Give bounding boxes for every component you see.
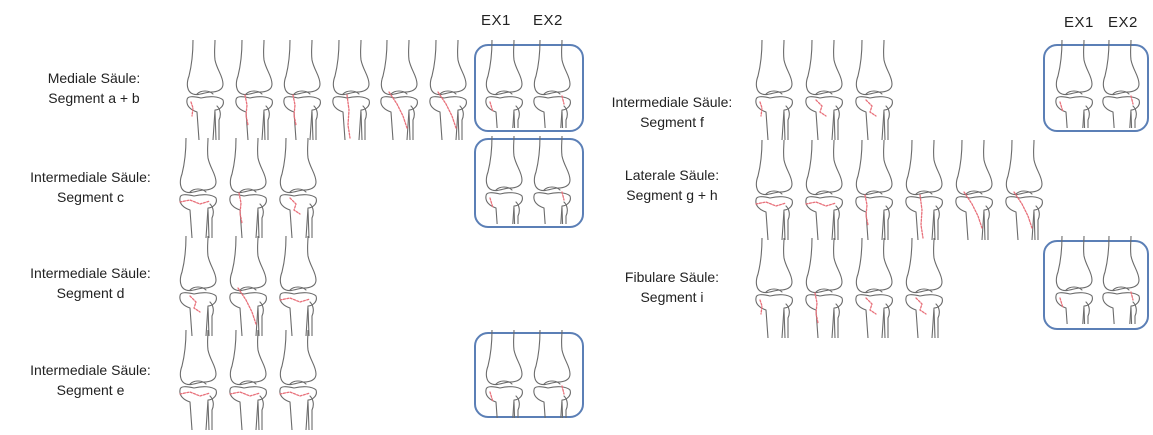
ex2-header-right: EX2: [1108, 14, 1138, 31]
knee-drawing: [232, 40, 276, 140]
row-label-c: Intermediale Säule: Segment c: [8, 167, 173, 207]
row-label-line2: Segment e: [8, 380, 173, 400]
knee-drawing: [226, 330, 270, 430]
row-label-line1: Mediale Säule:: [28, 68, 160, 88]
knee-drawing: [802, 238, 846, 338]
knee-drawing: [176, 236, 220, 336]
knee-drawing-ex: [1052, 236, 1096, 324]
knee-drawing: [852, 40, 896, 140]
row-label-d: Intermediale Säule: Segment d: [8, 263, 173, 303]
knee-drawing: [377, 40, 421, 140]
row-label-line1: Intermediale Säule:: [8, 167, 173, 187]
row-label-ab: Mediale Säule: Segment a + b: [28, 68, 160, 108]
knee-drawing-ex: [1052, 40, 1096, 128]
knee-drawing: [276, 330, 320, 430]
knee-drawing-ex: [1099, 236, 1143, 324]
knee-drawing: [329, 40, 373, 140]
knee-drawing-ex: [482, 330, 526, 418]
knee-drawing: [752, 140, 796, 240]
knee-drawing-ex: [482, 40, 526, 128]
row-label-line1: Fibulare Säule:: [606, 267, 738, 287]
row-label-line2: Segment g + h: [606, 185, 738, 205]
knee-drawing-ex: [530, 40, 574, 128]
row-label-line1: Intermediale Säule:: [8, 263, 173, 283]
row-label-line2: Segment i: [606, 287, 738, 307]
knee-drawing: [902, 140, 946, 240]
knee-drawing: [902, 238, 946, 338]
knee-drawing: [276, 138, 320, 238]
knee-drawing-ex: [530, 330, 574, 418]
knee-drawing: [226, 236, 270, 336]
ex1-header-right: EX1: [1064, 14, 1094, 31]
row-label-e: Intermediale Säule: Segment e: [8, 360, 173, 400]
knee-drawing-ex: [1099, 40, 1143, 128]
knee-drawing: [802, 140, 846, 240]
knee-drawing: [852, 140, 896, 240]
row-label-line2: Segment d: [8, 283, 173, 303]
knee-drawing: [176, 138, 220, 238]
row-label-i: Fibulare Säule: Segment i: [606, 267, 738, 307]
row-label-line2: Segment f: [592, 112, 752, 132]
knee-drawing: [752, 40, 796, 140]
row-label-line1: Intermediale Säule:: [8, 360, 173, 380]
knee-drawing: [226, 138, 270, 238]
knee-drawing: [952, 140, 996, 240]
knee-drawing: [426, 40, 470, 140]
row-label-line2: Segment a + b: [28, 88, 160, 108]
row-label-line1: Intermediale Säule:: [592, 92, 752, 112]
row-label-gh: Laterale Säule: Segment g + h: [606, 165, 738, 205]
knee-drawing: [802, 40, 846, 140]
row-label-f: Intermediale Säule: Segment f: [592, 92, 752, 132]
knee-drawing: [1002, 140, 1046, 240]
row-label-line1: Laterale Säule:: [606, 165, 738, 185]
knee-drawing: [176, 330, 220, 430]
knee-drawing: [280, 40, 324, 140]
ex1-header-left: EX1: [481, 12, 511, 29]
knee-drawing-ex: [482, 136, 526, 224]
row-label-line2: Segment c: [8, 187, 173, 207]
knee-drawing: [183, 40, 227, 140]
knee-drawing: [276, 236, 320, 336]
knee-drawing: [852, 238, 896, 338]
knee-drawing: [752, 238, 796, 338]
knee-drawing-ex: [530, 136, 574, 224]
ex2-header-left: EX2: [533, 12, 563, 29]
